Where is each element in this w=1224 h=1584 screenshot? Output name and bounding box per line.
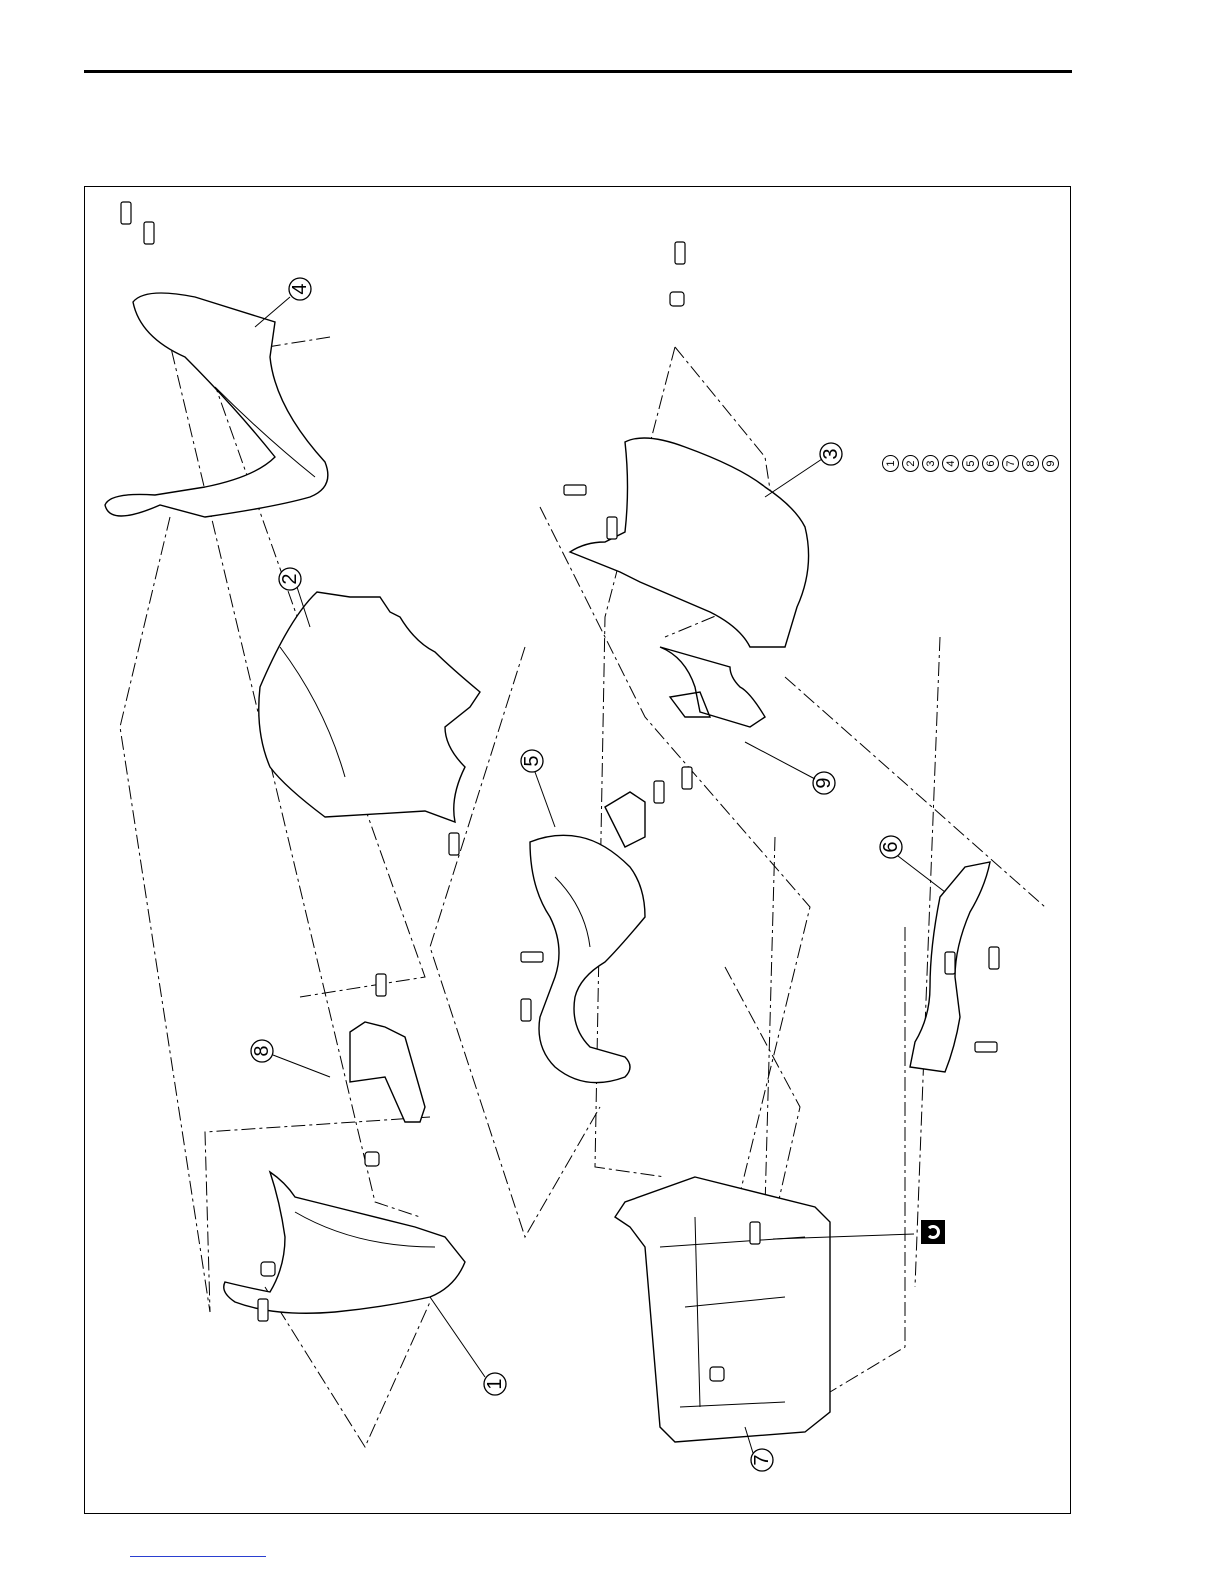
part-5-air-duct — [530, 792, 645, 1083]
callout-4: 4 — [289, 283, 311, 294]
callout-6: 6 — [880, 841, 902, 852]
torque-arrow-icon — [926, 1225, 940, 1239]
legend-item-4: 4 — [942, 455, 959, 472]
callout-2: 2 — [279, 573, 301, 584]
torque-symbol-icon — [921, 1220, 945, 1244]
part-1-lower-cowl — [224, 1172, 465, 1313]
part-4-front-cowl-upper — [105, 293, 328, 517]
callout-3: 3 — [820, 448, 842, 459]
callout-7: 7 — [751, 1454, 773, 1465]
part-8-bracket — [350, 1022, 425, 1122]
legend-item-7: 7 — [1002, 455, 1019, 472]
exploded-view-frame: 4 2 3 9 5 6 8 1 7 — [84, 186, 1071, 1514]
legend-item-1: 1 — [882, 455, 899, 472]
part-9-bracket — [660, 647, 765, 727]
legend-item-5: 5 — [962, 455, 979, 472]
legend-item-8: 8 — [1022, 455, 1039, 472]
exploded-diagram: 4 2 3 9 5 6 8 1 7 — [85, 187, 1072, 1515]
legend-item-2: 2 — [902, 455, 919, 472]
parts-legend: 1 2 3 4 5 6 7 8 9 — [880, 452, 1062, 482]
legend-item-6: 6 — [982, 455, 999, 472]
legend-item-9: 9 — [1042, 455, 1059, 472]
part-2-windscreen — [259, 592, 480, 822]
callout-5: 5 — [521, 755, 543, 766]
legend-item-3: 3 — [922, 455, 939, 472]
header-rule — [84, 70, 1072, 73]
callout-9: 9 — [813, 777, 835, 788]
footer-link-underline[interactable] — [130, 1556, 266, 1557]
callout-1: 1 — [484, 1378, 506, 1389]
callout-8: 8 — [251, 1045, 273, 1056]
part-7-subframe — [615, 1177, 830, 1442]
